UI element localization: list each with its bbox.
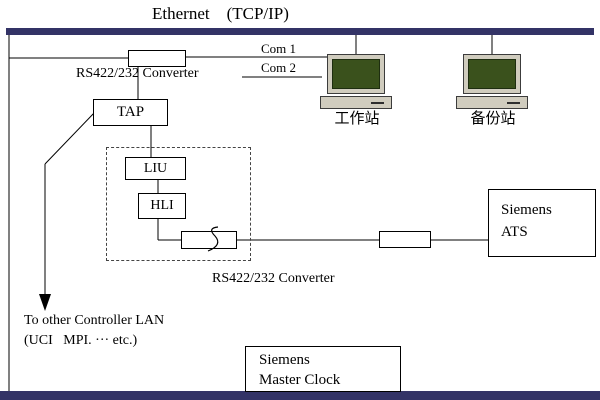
cable-curl-icon xyxy=(207,226,219,252)
computer-case-icon xyxy=(320,96,392,109)
master-clock-box: Siemens Master Clock xyxy=(245,346,401,392)
tap-box: TAP xyxy=(93,99,168,126)
arrow-down-icon xyxy=(39,294,51,311)
rs422-converter-top-label: RS422/232 Converter xyxy=(76,66,199,81)
rs422-converter-mid-label: RS422/232 Converter xyxy=(212,271,335,286)
rs422-converter-module-top xyxy=(128,50,186,67)
master-clock-line1: Siemens xyxy=(259,352,310,368)
bottom-bus-bar xyxy=(0,391,600,400)
monitor-screen xyxy=(332,59,380,89)
monitor-icon xyxy=(463,54,521,94)
other-controller-lan-line1: To other Controller LAN xyxy=(24,313,165,328)
com2-label: Com 2 xyxy=(261,60,297,75)
tap-label: TAP xyxy=(116,104,145,120)
disk-slot xyxy=(507,102,520,104)
workstation-computer-icon xyxy=(320,54,392,109)
com1-label: Com 1 xyxy=(261,41,297,56)
ethernet-title: Ethernet (TCP/IP) xyxy=(152,4,289,23)
workstation-label: 工作站 xyxy=(334,111,380,127)
hli-label: HLI xyxy=(150,198,174,213)
siemens-ats-box: Siemens ATS xyxy=(488,189,596,257)
backup-station-label: 备份站 xyxy=(470,111,516,127)
other-controller-lan-line2: (UCI MPI. ··· etc.) xyxy=(24,333,138,348)
disk-slot xyxy=(371,102,384,104)
ethernet-bus-bar xyxy=(6,28,594,35)
ats-label-line2: ATS xyxy=(501,224,528,240)
liu-box: LIU xyxy=(125,157,186,180)
rs422-converter-module-mid xyxy=(181,231,237,249)
lan-boundary-box xyxy=(106,147,251,261)
backup-station-computer-icon xyxy=(456,54,528,109)
master-clock-line2: Master Clock xyxy=(259,372,341,388)
monitor-screen xyxy=(468,59,516,89)
hli-box: HLI xyxy=(138,193,186,219)
monitor-icon xyxy=(327,54,385,94)
converter-module-right xyxy=(379,231,431,248)
ats-label-line1: Siemens xyxy=(501,202,552,218)
computer-case-icon xyxy=(456,96,528,109)
liu-label: LIU xyxy=(143,160,168,176)
